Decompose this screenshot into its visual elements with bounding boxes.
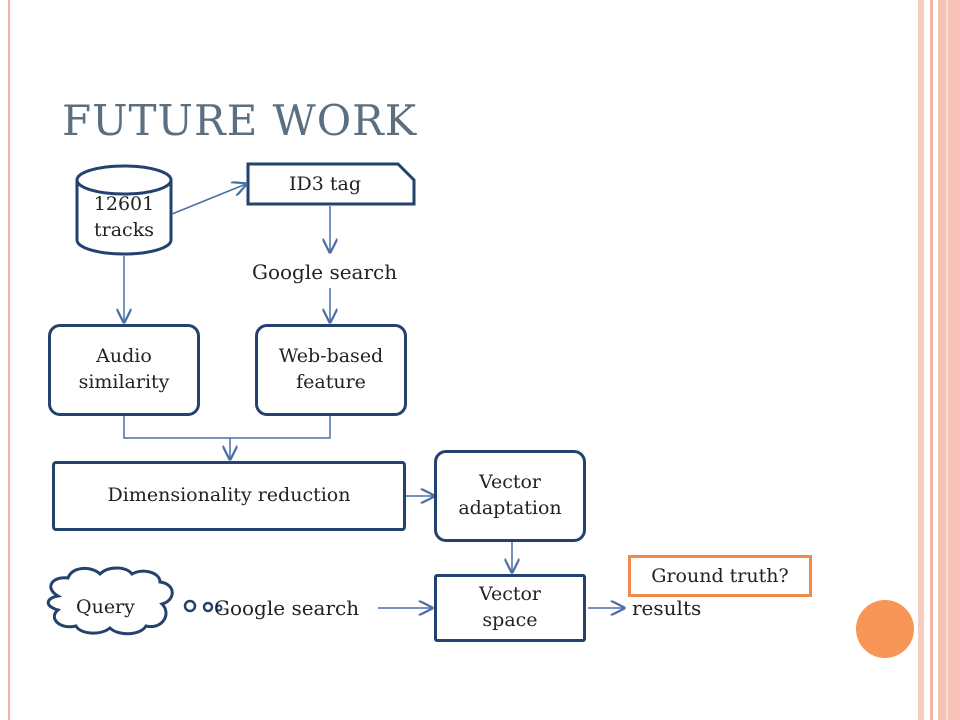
audio-similarity-label: Audio similarity bbox=[78, 345, 170, 393]
vector-adaptation-box: Vector adaptation bbox=[434, 450, 586, 542]
slide-border-right-band bbox=[938, 0, 960, 720]
thought-bubble-dot bbox=[215, 604, 223, 612]
database-icon bbox=[75, 164, 173, 256]
id3-tag-label: ID3 tag bbox=[289, 173, 361, 195]
thought-bubble-dot bbox=[202, 601, 214, 613]
vector-space-box: Vector space bbox=[434, 574, 586, 642]
query-label: Query bbox=[76, 596, 135, 618]
ground-truth-box: Ground truth? bbox=[628, 555, 812, 597]
slide-border-left bbox=[8, 0, 10, 720]
ground-truth-label: Ground truth? bbox=[651, 565, 789, 587]
web-feature-box: Web-based feature bbox=[255, 324, 407, 416]
dimensionality-reduction-box: Dimensionality reduction bbox=[52, 461, 406, 531]
query-cloud-shape bbox=[46, 566, 174, 636]
id3-tag-node: ID3 tag bbox=[248, 164, 414, 204]
vector-space-label: Vector space bbox=[478, 583, 542, 631]
tracks-label: 12601 tracks bbox=[93, 193, 155, 241]
slide-border-right-stripe bbox=[930, 0, 933, 720]
slide-border-right-highlight bbox=[946, 0, 948, 720]
google-search-bottom-label: Google search bbox=[214, 596, 360, 620]
accent-circle bbox=[856, 600, 914, 658]
connector-merge bbox=[123, 416, 331, 439]
slide-title: FUTURE WORK bbox=[62, 96, 418, 145]
google-search-top-label: Google search bbox=[252, 260, 398, 284]
dimensionality-reduction-label: Dimensionality reduction bbox=[107, 484, 351, 507]
audio-similarity-box: Audio similarity bbox=[48, 324, 200, 416]
id3-tag-shape bbox=[246, 162, 416, 206]
vector-adaptation-label: Vector adaptation bbox=[458, 471, 562, 519]
slide-border-right bbox=[918, 0, 924, 720]
web-feature-label: Web-based feature bbox=[278, 345, 384, 393]
thought-bubble-dot bbox=[183, 599, 197, 613]
arrow-tracks-to-id3 bbox=[171, 184, 246, 215]
results-label: results bbox=[632, 596, 702, 620]
